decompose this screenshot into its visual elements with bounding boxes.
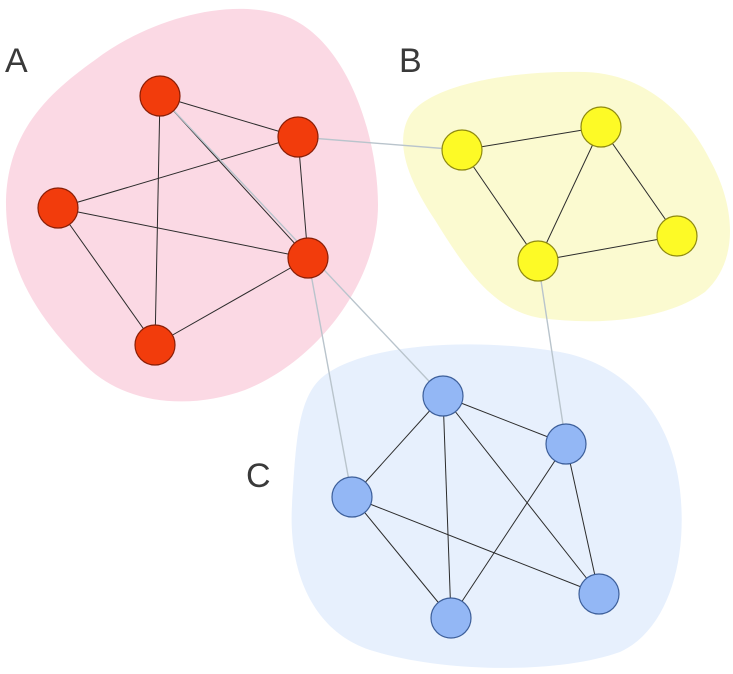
edge-a4-a5	[154, 257, 309, 346]
node-a5	[134, 324, 176, 366]
edge-b3-b4	[537, 235, 678, 262]
edge-b1-b2	[461, 126, 602, 151]
cluster-a-label: A	[5, 42, 28, 80]
edge-a1-a5	[154, 95, 161, 346]
node-a1	[139, 75, 181, 117]
node-b3	[517, 240, 559, 282]
edge-c1-c5	[351, 496, 600, 595]
node-c2	[545, 423, 587, 465]
node-a2	[277, 116, 319, 158]
edge-a2-b1	[297, 136, 463, 151]
edge-c3-c4	[442, 395, 452, 619]
cluster-b-label: B	[399, 42, 422, 80]
edge-c1-c4	[351, 496, 452, 619]
edge-a1-a2	[159, 95, 299, 138]
node-a4	[287, 237, 329, 279]
edge-c2-c4	[450, 443, 567, 619]
edge-c2-c5	[565, 443, 600, 595]
edge-b2-b4	[600, 126, 678, 237]
node-b4	[656, 215, 698, 257]
node-c5	[578, 573, 620, 615]
edge-c3-c5	[442, 395, 600, 595]
edge-b1-b3	[461, 149, 539, 262]
edge-c2-c3	[442, 395, 567, 445]
node-b2	[580, 106, 622, 148]
node-c3	[422, 375, 464, 417]
edge-b3-c2	[537, 260, 567, 445]
node-a3	[37, 187, 79, 229]
edge-a2-a3	[57, 136, 299, 209]
edge-a3-a5	[57, 207, 156, 346]
edge-c1-c3	[351, 395, 444, 498]
edge-b2-b3	[537, 126, 602, 262]
cluster-a-hull	[5, 8, 379, 402]
node-c4	[430, 597, 472, 639]
node-b1	[441, 129, 483, 171]
node-c1	[331, 476, 373, 518]
edge-a4-c1	[307, 257, 353, 498]
edge-a3-a4	[57, 207, 309, 259]
cluster-c-label: C	[246, 457, 271, 495]
cluster-b-hull	[403, 71, 730, 322]
